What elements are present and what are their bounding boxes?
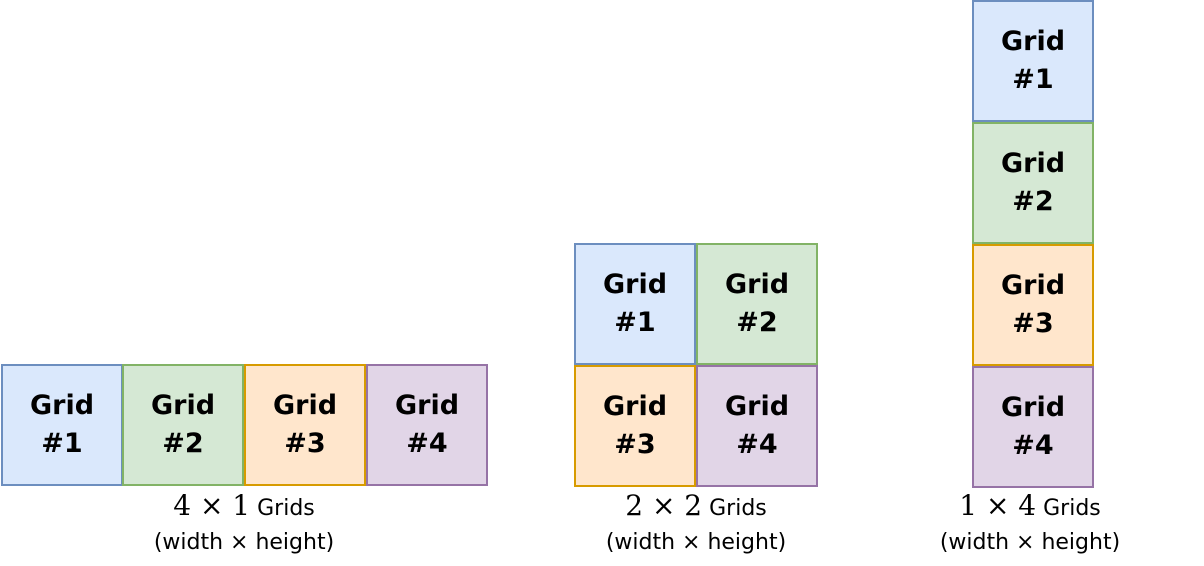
grid-cell-2: Grid #2	[696, 243, 818, 365]
grid-cell-number: #2	[736, 307, 778, 338]
grid-cell-label: Grid	[724, 269, 790, 300]
layout-caption: 4 × 1 Grids (width × height)	[94, 488, 394, 559]
grid-cell-2: Grid #2	[122, 364, 244, 486]
grid-cell-label: Grid	[1000, 392, 1066, 423]
grid-cell-label: Grid	[724, 391, 790, 422]
caption-math: 4 × 1	[173, 489, 251, 522]
grid-cell-3: Grid #3	[574, 365, 696, 487]
grid-cell-label: Grid	[272, 390, 338, 421]
grid-cell-label: Grid	[1000, 26, 1066, 57]
layout-caption: 2 × 2 Grids (width × height)	[546, 488, 846, 559]
grid-cell-4: Grid #4	[696, 365, 818, 487]
grid-cell-4: Grid #4	[366, 364, 488, 486]
caption-word: Grids	[1043, 496, 1101, 521]
grid-cell-number: #3	[284, 428, 326, 459]
grid-cell-number: #1	[41, 428, 83, 459]
grid-cell-3: Grid #3	[244, 364, 366, 486]
caption-math: 1 × 4	[959, 489, 1037, 522]
caption-word: Grids	[257, 496, 315, 521]
grid-cell-4: Grid #4	[972, 366, 1094, 488]
grid-cell-number: #4	[736, 429, 778, 460]
grid-cell-label: Grid	[602, 391, 668, 422]
grid-cell-number: #2	[162, 428, 204, 459]
grid-cell-number: #1	[614, 307, 656, 338]
caption-sub: (width × height)	[605, 530, 787, 555]
layout-caption: 1 × 4 Grids (width × height)	[880, 488, 1180, 559]
grid-cell-number: #2	[1012, 186, 1054, 217]
caption-math: 2 × 2	[625, 489, 703, 522]
grid-cell-number: #3	[614, 429, 656, 460]
grid-cell-label: Grid	[29, 390, 95, 421]
caption-sub: (width × height)	[153, 530, 335, 555]
grid-cell-number: #3	[1012, 308, 1054, 339]
grid-cell-1: Grid #1	[972, 0, 1094, 122]
grid-cell-number: #1	[1012, 64, 1054, 95]
grid-cell-number: #4	[406, 428, 448, 459]
grid-cell-label: Grid	[150, 390, 216, 421]
caption-sub: (width × height)	[939, 530, 1121, 555]
grid-cell-2: Grid #2	[972, 122, 1094, 244]
grid-cell-3: Grid #3	[972, 244, 1094, 366]
caption-word: Grids	[709, 496, 767, 521]
grid-cell-label: Grid	[394, 390, 460, 421]
grid-cell-1: Grid #1	[1, 364, 123, 486]
grid-cell-number: #4	[1012, 430, 1054, 461]
grid-cell-label: Grid	[602, 269, 668, 300]
grid-cell-label: Grid	[1000, 270, 1066, 301]
grid-cell-label: Grid	[1000, 148, 1066, 179]
grid-cell-1: Grid #1	[574, 243, 696, 365]
